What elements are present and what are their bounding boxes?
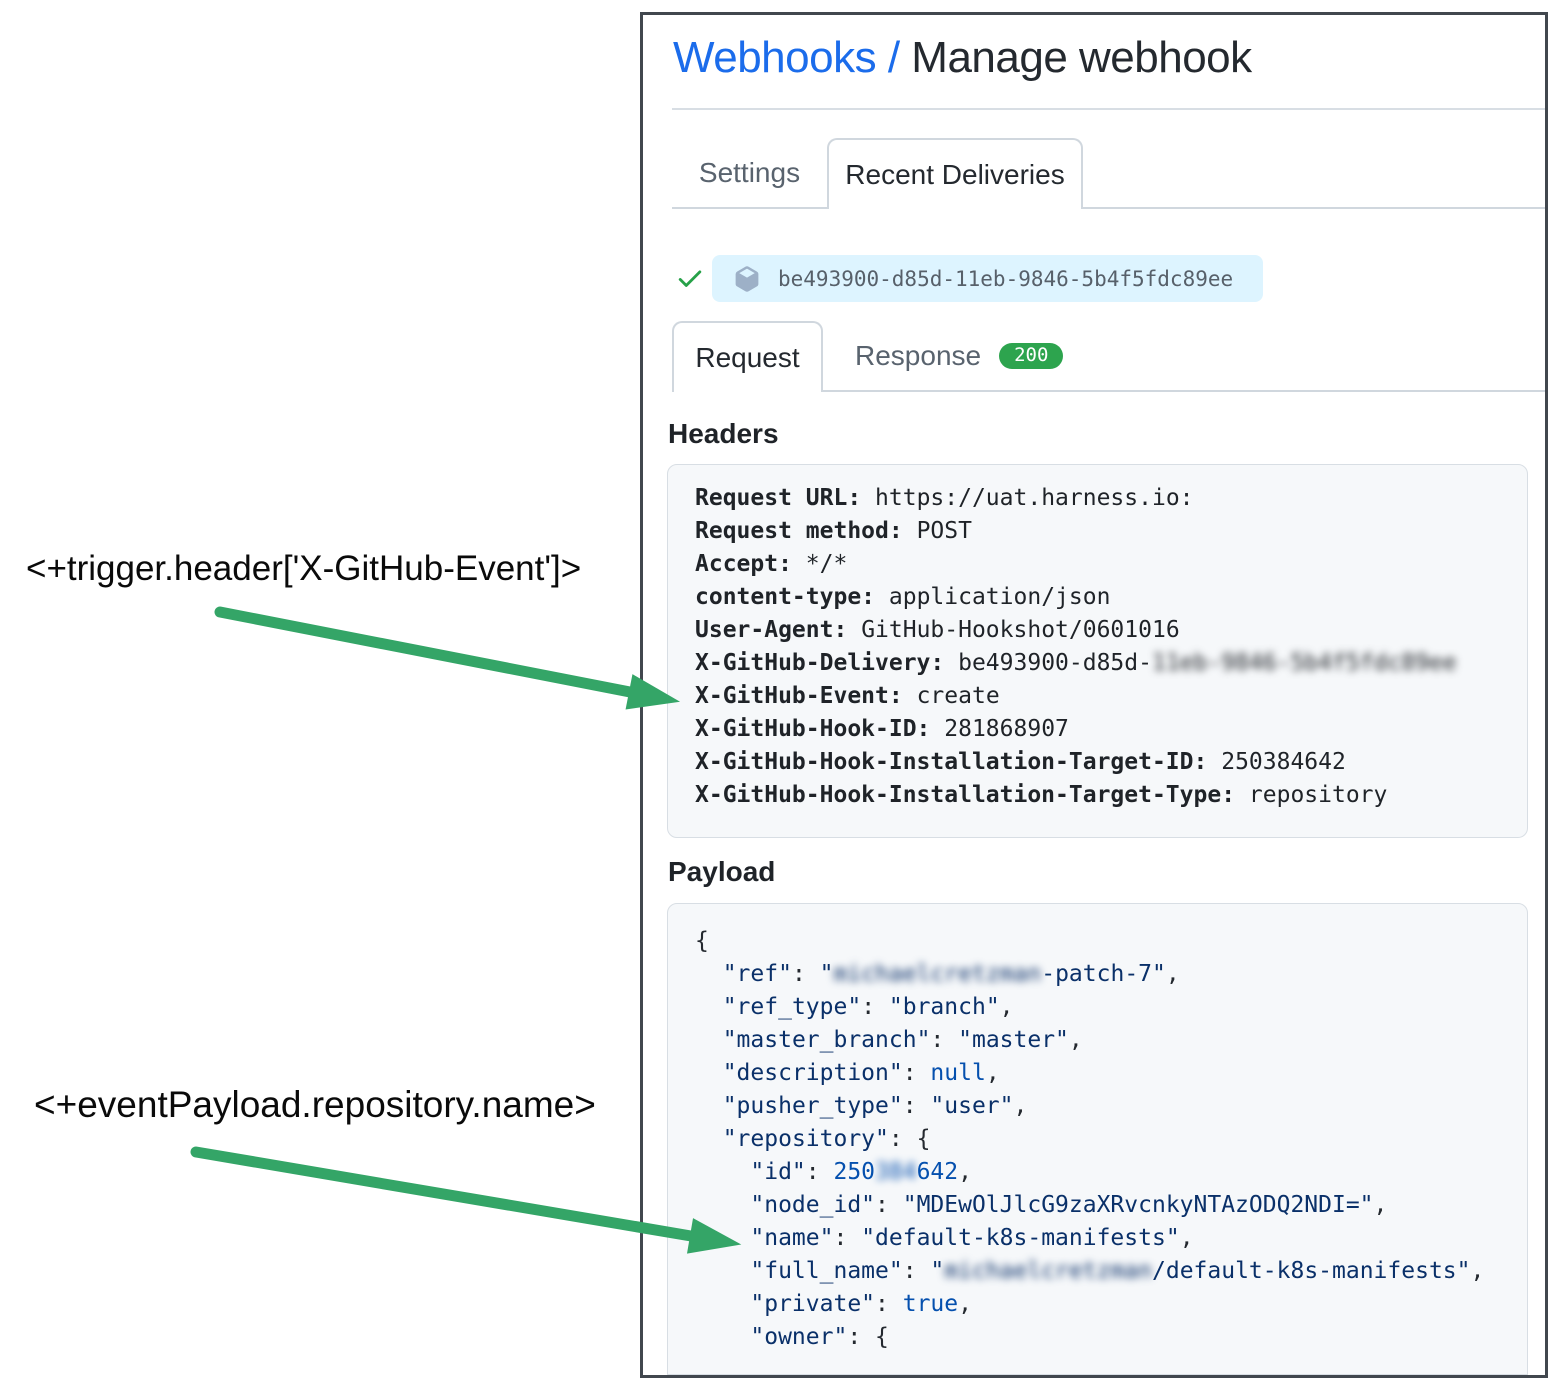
- tab-recent-deliveries[interactable]: Recent Deliveries: [827, 138, 1083, 209]
- payload-line: "private": true,: [750, 1291, 972, 1317]
- payload-line: "ref": "michaelcretzman-patch-7",: [722, 961, 1180, 987]
- page-title: Webhooks / Manage webhook: [673, 33, 1252, 83]
- title-divider: [672, 108, 1545, 110]
- delivery-guid: be493900-d85d-11eb-9846-5b4f5fdc89ee: [778, 266, 1234, 291]
- payload-list: { "ref": "michaelcretzman-patch-7", "ref…: [695, 925, 1517, 1354]
- tab-request[interactable]: Request: [672, 321, 823, 392]
- breadcrumb-webhooks-link[interactable]: Webhooks: [673, 33, 877, 82]
- header-line: X-GitHub-Hook-ID: 281868907: [695, 716, 1069, 742]
- webhook-panel: Webhooks / Manage webhook Settings Recen…: [640, 12, 1548, 1378]
- main-tabs: Settings Recent Deliveries: [672, 138, 1545, 209]
- header-line: X-GitHub-Delivery: be493900-d85d-11eb-98…: [695, 650, 1457, 676]
- annotation-trigger-header: <+trigger.header['X-GitHub-Event']>: [26, 549, 582, 588]
- status-badge: 200: [999, 342, 1064, 369]
- header-line: Accept: */*: [695, 551, 848, 577]
- header-line: Request method: POST: [695, 518, 972, 544]
- payload-line: "owner": {: [750, 1324, 889, 1350]
- page-title-current: Manage webhook: [911, 33, 1252, 82]
- header-line: User-Agent: GitHub-Hookshot/0601016: [695, 617, 1180, 643]
- annotation-event-payload: <+eventPayload.repository.name>: [34, 1084, 596, 1125]
- headers-heading: Headers: [668, 418, 779, 449]
- payload-line: "ref_type": "branch",: [722, 994, 1014, 1020]
- header-line: X-GitHub-Event: create: [695, 683, 1000, 709]
- payload-line: "node_id": "MDEwOlJlcG9zaXRvcnkyNTAzODQ2…: [750, 1192, 1388, 1218]
- payload-heading: Payload: [668, 856, 776, 887]
- breadcrumb-slash: /: [887, 33, 900, 82]
- arrow-trigger-header: [214, 606, 681, 710]
- check-icon: [678, 270, 702, 287]
- tab-response-label: Response: [855, 339, 982, 371]
- payload-line: "name": "default-k8s-manifests",: [750, 1225, 1194, 1251]
- header-line: X-GitHub-Hook-Installation-Target-Type: …: [695, 782, 1388, 808]
- tab-settings[interactable]: Settings: [698, 156, 801, 188]
- payload-line: {: [695, 928, 709, 954]
- package-icon: [735, 265, 759, 292]
- breadcrumb-separator: [876, 33, 888, 82]
- payload-line: "master_branch": "master",: [722, 1027, 1083, 1053]
- headers-list: Request URL: https://uat.harness.io: Requ…: [695, 482, 1517, 812]
- delivery-guid-button[interactable]: be493900-d85d-11eb-9846-5b4f5fdc89ee: [712, 255, 1263, 302]
- header-line: content-type: application/json: [695, 584, 1111, 610]
- payload-box: { "ref": "michaelcretzman-patch-7", "ref…: [667, 903, 1528, 1375]
- header-line: Request URL: https://uat.harness.io:: [695, 485, 1194, 511]
- payload-line: "repository": {: [722, 1126, 931, 1152]
- payload-line: "pusher_type": "user",: [722, 1093, 1028, 1119]
- delivery-tabs: Request Response 200: [672, 321, 1545, 392]
- payload-line: "id": 250384642,: [750, 1159, 972, 1185]
- header-line: X-GitHub-Hook-Installation-Target-ID: 25…: [695, 749, 1346, 775]
- tab-response[interactable]: Response 200: [855, 321, 1064, 390]
- breadcrumb-current: [900, 33, 912, 82]
- arrow-event-payload: [190, 1146, 742, 1254]
- payload-line: "full_name": "michaelcretzman/default-k8…: [750, 1258, 1485, 1284]
- headers-box: Request URL: https://uat.harness.io: Requ…: [667, 464, 1528, 838]
- payload-line: "description": null,: [722, 1060, 1000, 1086]
